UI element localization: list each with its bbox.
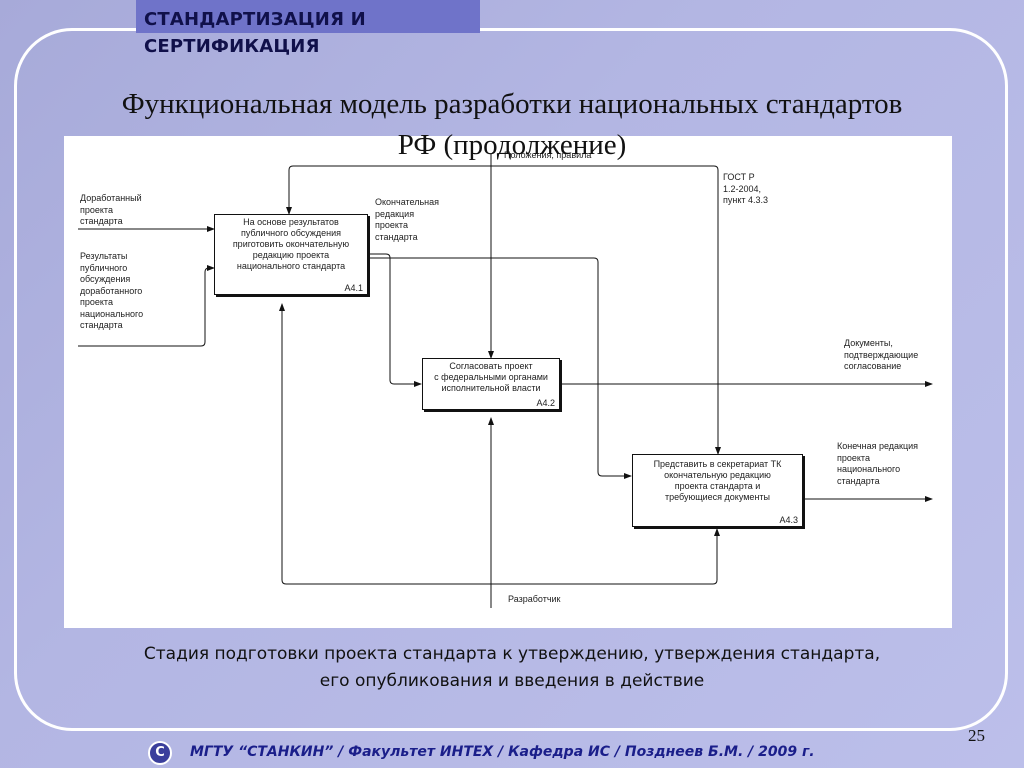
input-arrow-results — [78, 265, 215, 347]
activity-box-a41: На основе результатов публичного обсужде… — [214, 214, 368, 295]
final-edition-label: Окончательная редакция проекта стандарта — [375, 197, 440, 242]
mechanism-label: Разработчик — [508, 594, 561, 604]
slide-caption: Стадия подготовки проекта стандарта к ут… — [143, 644, 881, 691]
copyright-icon: С — [148, 741, 172, 765]
activity-text: Представить в секретариат ТК окончательн… — [653, 459, 782, 502]
activity-box-a43: Представить в секретариат ТК окончательн… — [632, 454, 803, 527]
output-label-documents: Документы, подтверждающие согласование — [844, 338, 919, 371]
control-label: Положения, правила — [504, 150, 592, 160]
output-label-final: Конечная редакция проекта национального … — [837, 441, 919, 486]
diagram-connectors — [78, 154, 933, 608]
page-number: 25 — [968, 726, 985, 745]
activity-id: A4.2 — [536, 398, 555, 408]
activity-id: A4.3 — [779, 515, 798, 525]
idef0-diagram: Положения, правила ГОСТ Р 1.2-2004, пунк… — [64, 136, 952, 628]
slide-title: Функциональная модель разработки национа… — [121, 88, 903, 161]
activity-text: Согласовать проект с федеральными органа… — [434, 361, 548, 393]
flow-a41-a43 — [369, 257, 632, 479]
activity-text: На основе результатов публичного обсужде… — [232, 217, 350, 271]
mechanism-line — [279, 303, 492, 608]
control-top-line — [286, 165, 491, 215]
header-title: СТАНДАРТИЗАЦИЯ И СЕРТИФИКАЦИЯ — [144, 9, 366, 57]
activity-id: A4.1 — [344, 283, 363, 293]
input-label-draft: Доработанный проекта стандарта — [80, 193, 142, 226]
header-tab — [136, 0, 480, 33]
activity-box-a42: Согласовать проект с федеральными органа… — [422, 358, 560, 410]
input-label-results: Результаты публичного обсуждения доработ… — [80, 251, 144, 330]
footer-text: МГТУ “СТАНКИН” / Факультет ИНТЕХ / Кафед… — [190, 744, 815, 760]
slide-frame — [14, 28, 1008, 731]
gost-label: ГОСТ Р 1.2-2004, пункт 4.3.3 — [723, 172, 769, 205]
flow-a41-a42 — [369, 253, 422, 387]
